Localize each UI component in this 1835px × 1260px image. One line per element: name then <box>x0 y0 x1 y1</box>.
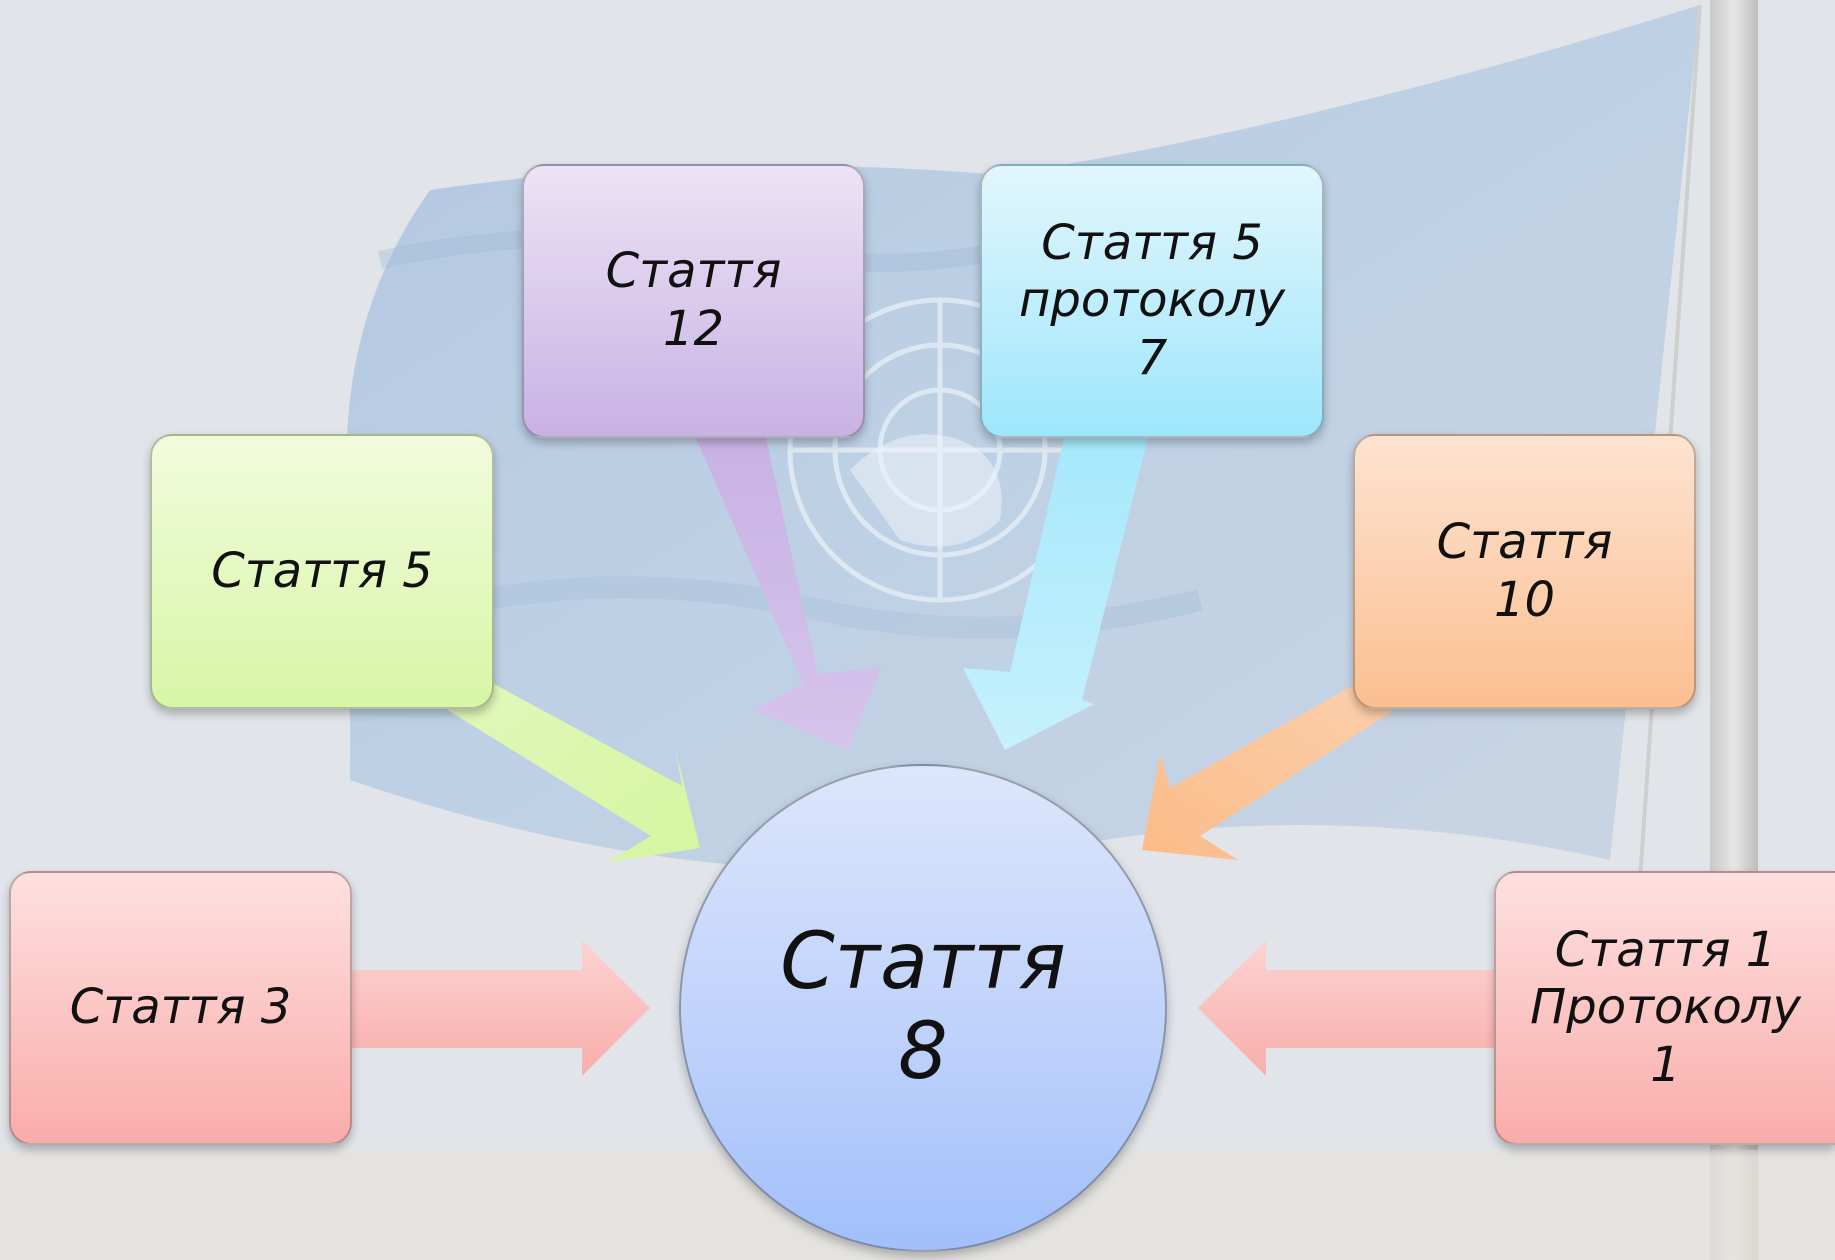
arrow-pink-left <box>352 940 650 1076</box>
node-article-3-label: Стаття 3 <box>69 979 292 1036</box>
node-article-1-protocol-1: Стаття 1 Протоколу 1 <box>1494 871 1835 1145</box>
arrow-pink-right <box>1198 940 1494 1076</box>
arrow-green <box>446 684 700 862</box>
arrow-orange <box>1142 684 1396 860</box>
node-article-5-protocol-7: Стаття 5 протоколу 7 <box>980 164 1324 438</box>
node-article-1-protocol-1-label: Стаття 1 Протоколу 1 <box>1530 921 1801 1093</box>
center-node-article-8: Стаття 8 <box>679 764 1167 1252</box>
node-article-3: Стаття 3 <box>9 871 352 1145</box>
node-article-10: Стаття 10 <box>1353 434 1696 709</box>
node-article-5: Стаття 5 <box>150 434 494 709</box>
node-article-5-protocol-7-label: Стаття 5 протоколу 7 <box>1019 214 1285 386</box>
node-article-12: Стаття 12 <box>522 164 865 438</box>
node-article-10-label: Стаття 10 <box>1436 513 1613 628</box>
arrow-purple <box>696 438 882 750</box>
center-node-label: Стаття 8 <box>780 917 1066 1097</box>
arrow-cyan <box>963 438 1148 750</box>
node-article-12-label: Стаття 12 <box>605 243 782 357</box>
node-article-5-label: Стаття 5 <box>211 542 433 599</box>
